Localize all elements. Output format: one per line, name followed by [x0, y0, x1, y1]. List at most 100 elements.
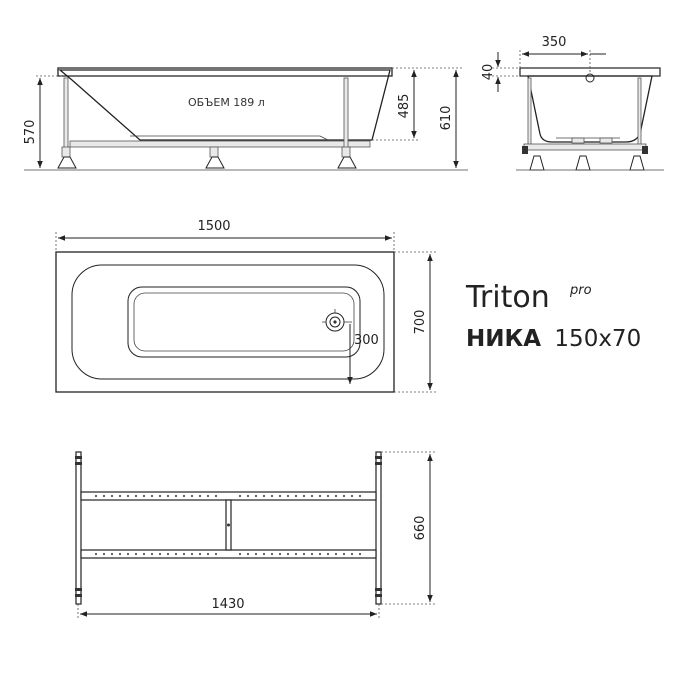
frame-hole [126, 552, 130, 556]
frame-hole [182, 494, 186, 498]
model-title: НИКА 150x70 [466, 326, 641, 352]
frame-hole [206, 552, 210, 556]
frame-hole [334, 494, 338, 498]
frame-hole [254, 552, 258, 556]
frame-hole [94, 552, 98, 556]
frame-hole [342, 552, 346, 556]
frame-hole [118, 552, 122, 556]
side-frame-legs [57, 77, 357, 169]
side-view: ОБЪЕМ 189 л 570 485 610 [23, 67, 468, 171]
frame-hole [342, 494, 346, 498]
frame-hole [262, 552, 266, 556]
frame-hole [182, 552, 186, 556]
dim-label-350: 350 [542, 35, 567, 50]
frame-hole [318, 552, 322, 556]
frame-hole [134, 552, 138, 556]
top-basin-floor-inner [133, 292, 355, 352]
frame-hole [102, 494, 106, 498]
frame-hole [334, 552, 338, 556]
frame-hole [214, 552, 218, 556]
dim-label-485: 485 [397, 94, 412, 119]
frame-hole [326, 494, 330, 498]
frame-hole [270, 494, 274, 498]
dim-label-1500: 1500 [197, 219, 230, 234]
frame-hole [142, 552, 146, 556]
frame-view: 660 1430 [75, 451, 436, 620]
frame-hole [150, 552, 154, 556]
frame-hole [286, 552, 290, 556]
frame-hole [174, 552, 178, 556]
dim-label-700: 700 [413, 310, 428, 335]
frame-hole [238, 494, 242, 498]
brand-block: Triton pro НИКА 150x70 [465, 280, 641, 352]
frame-hole [190, 552, 194, 556]
frame-hole [94, 494, 98, 498]
frame-hole [310, 494, 314, 498]
dim-label-610: 610 [439, 106, 454, 131]
top-inner-basin [71, 264, 385, 380]
frame-hole [214, 494, 218, 498]
frame-hole [358, 494, 362, 498]
dim-label-570: 570 [23, 120, 38, 145]
side-tub-rim [57, 67, 393, 77]
top-view: 300 1500 700 [55, 219, 436, 393]
frame-hole [294, 494, 298, 498]
end-view: 40 350 [481, 35, 664, 171]
frame-rail-bottom [80, 549, 377, 559]
brand-superscript: pro [569, 283, 592, 298]
dim-label-300: 300 [354, 333, 379, 348]
frame-hole [110, 552, 114, 556]
frame-hole [158, 494, 162, 498]
frame-hole [302, 552, 306, 556]
frame-hole [134, 494, 138, 498]
frame-rail-top [80, 491, 377, 501]
frame-posts [75, 451, 382, 605]
frame-hole [302, 494, 306, 498]
frame-hole [326, 552, 330, 556]
frame-hole [174, 494, 178, 498]
frame-hole [270, 552, 274, 556]
frame-hole [254, 494, 258, 498]
frame-hole [166, 552, 170, 556]
frame-hole [150, 494, 154, 498]
frame-hole [246, 552, 250, 556]
frame-hole [126, 494, 130, 498]
frame-hole [358, 552, 362, 556]
frame-hole [350, 552, 354, 556]
frame-hole [142, 494, 146, 498]
volume-label: ОБЪЕМ 189 л [188, 96, 265, 109]
end-frame [522, 77, 648, 171]
frame-hole [350, 494, 354, 498]
frame-hole [166, 494, 170, 498]
frame-hole [294, 552, 298, 556]
frame-hole [206, 494, 210, 498]
side-tub-floor [130, 135, 329, 141]
top-basin-floor [127, 286, 361, 358]
frame-hole [286, 494, 290, 498]
frame-hole [110, 494, 114, 498]
frame-holes [94, 494, 362, 556]
model-name: НИКА [466, 326, 541, 352]
model-size: 150x70 [554, 326, 641, 352]
dim-label-1430: 1430 [211, 597, 244, 612]
brand-logo: Triton [465, 280, 550, 315]
frame-hole [246, 494, 250, 498]
dim-label-660: 660 [413, 516, 428, 541]
end-tub-body [527, 75, 653, 143]
frame-hole [118, 494, 122, 498]
frame-hole [102, 552, 106, 556]
frame-hole [262, 494, 266, 498]
frame-hole [318, 494, 322, 498]
frame-hole [310, 552, 314, 556]
frame-hole [158, 552, 162, 556]
side-frame-rail [69, 140, 371, 148]
top-outer-outline [55, 251, 395, 393]
frame-hole [198, 494, 202, 498]
drain-icon [322, 309, 345, 332]
frame-hole [190, 494, 194, 498]
end-overflow [585, 73, 595, 83]
dim-label-40: 40 [481, 64, 496, 81]
frame-hole [278, 552, 282, 556]
frame-hole [238, 552, 242, 556]
